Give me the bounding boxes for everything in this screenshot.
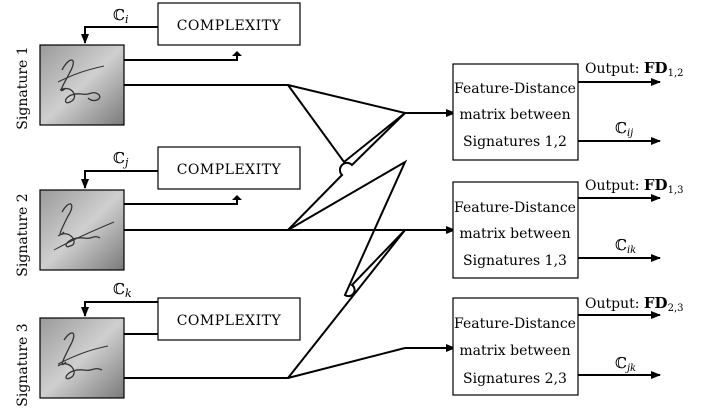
matrix-title: Feature-Distance bbox=[454, 200, 576, 216]
pair-complexity-ik: ℂik bbox=[615, 236, 636, 256]
output-label-1: Output: FD1,2 bbox=[585, 59, 683, 79]
output-label-2: Output: FD1,3 bbox=[585, 176, 683, 196]
signature-label: Signature 2 bbox=[15, 193, 31, 276]
matrix-block-2: Feature-Distance matrix between Signatur… bbox=[452, 176, 683, 279]
complexity-box-3 bbox=[157, 297, 301, 341]
matrix-block-3: Feature-Distance matrix between Signatur… bbox=[452, 294, 683, 396]
signature-label: Signature 3 bbox=[15, 323, 31, 406]
feature-distance-box-2 bbox=[452, 181, 579, 279]
signature-image-2 bbox=[39, 189, 125, 271]
signature-row-2: Signature 2 ℂj COMPLEXITY bbox=[15, 146, 301, 277]
pair-complexity-jk: ℂjk bbox=[615, 354, 636, 374]
complexity-symbol-j: ℂj bbox=[113, 149, 129, 169]
pairing-network bbox=[124, 84, 456, 379]
matrix-pair: Signatures 1,3 bbox=[463, 253, 567, 269]
signature-image-1 bbox=[39, 44, 125, 126]
matrix-title: Feature-Distance bbox=[454, 316, 576, 332]
matrix-subtitle: matrix between bbox=[459, 343, 570, 359]
signature-row-3: Signature 3 ℂk COMPLEXITY bbox=[15, 280, 301, 407]
matrix-block-1: Feature-Distance matrix between Signatur… bbox=[452, 59, 683, 161]
feature-distance-box-3 bbox=[452, 297, 579, 396]
complexity-box-1 bbox=[157, 2, 301, 46]
signature-label: Signature 1 bbox=[15, 46, 31, 129]
signature-row-1: Signature 1 ℂi COMPLEXITY bbox=[15, 2, 301, 130]
pair-complexity-ij: ℂij bbox=[615, 119, 633, 139]
matrix-title: Feature-Distance bbox=[454, 81, 576, 97]
complexity-symbol-k: ℂk bbox=[113, 280, 132, 300]
complexity-box-label: COMPLEXITY bbox=[177, 18, 282, 34]
output-label-3: Output: FD2,3 bbox=[585, 294, 683, 314]
matrix-subtitle: matrix between bbox=[459, 226, 570, 242]
complexity-box-label: COMPLEXITY bbox=[177, 162, 282, 178]
matrix-pair: Signatures 1,2 bbox=[463, 134, 567, 150]
signature-image-3 bbox=[39, 317, 125, 399]
complexity-symbol-i: ℂi bbox=[113, 6, 128, 26]
complexity-box-label: COMPLEXITY bbox=[177, 313, 282, 329]
matrix-pair: Signatures 2,3 bbox=[463, 371, 567, 387]
matrix-subtitle: matrix between bbox=[459, 107, 570, 123]
complexity-box-2 bbox=[157, 146, 301, 190]
feature-distance-box-1 bbox=[452, 63, 579, 161]
